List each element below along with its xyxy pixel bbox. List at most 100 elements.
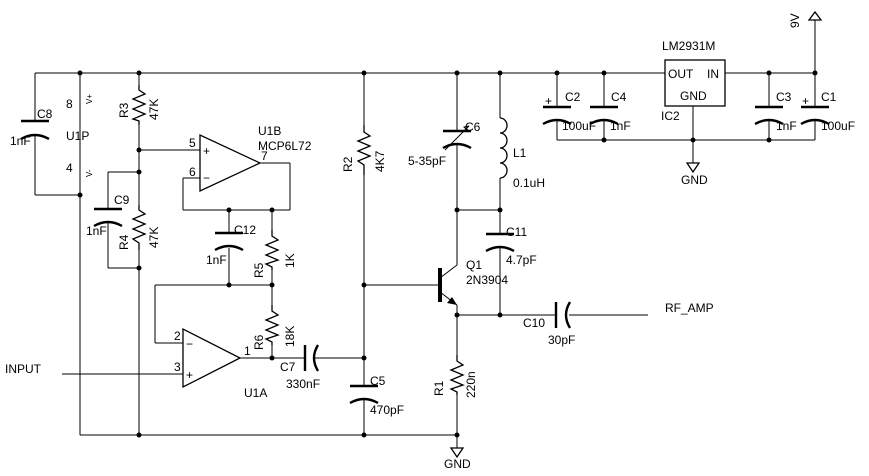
r2-ref: R2: [341, 156, 355, 172]
capacitor-c10: C10 30pF: [523, 301, 575, 347]
u1p-ref: U1P: [66, 129, 89, 143]
capacitor-c2: + C2 100uF: [542, 90, 596, 133]
capacitor-c1: + C1 100uF: [800, 90, 855, 133]
r1-ref: R1: [432, 380, 446, 396]
capacitor-c4: C4 1nF: [589, 90, 631, 133]
capacitor-c11: C11 4.7pF: [485, 225, 537, 267]
ic2-ref: IC2: [661, 109, 680, 123]
c9-ref: C9: [114, 193, 130, 207]
c1-polarity: +: [802, 94, 809, 108]
transistor-q1: Q1 2N3904: [438, 258, 508, 306]
capacitor-c7: C7 330nF: [280, 344, 320, 391]
ic2-part: LM2931M: [662, 39, 715, 53]
c5-ref: C5: [370, 374, 386, 388]
l1-ref: L1: [513, 146, 527, 160]
u1b-plus: +: [203, 144, 210, 158]
u1a-pin2: 2: [174, 329, 181, 343]
u1b-pin5: 5: [189, 136, 196, 150]
r5-value: 1K: [283, 253, 297, 268]
c3-value: 1nF: [776, 119, 797, 133]
capacitor-c12: C12 1nF: [206, 223, 256, 267]
c1-value: 100uF: [821, 119, 855, 133]
resistor-r2: R2 4K7: [341, 125, 387, 175]
ic2-in-pin: IN: [707, 67, 719, 81]
u1a-pin1: 1: [244, 344, 251, 358]
r2-value: 4K7: [373, 150, 387, 172]
rf-amp-net-label: RF_AMP: [665, 301, 714, 315]
wires: [34, 20, 816, 448]
ground-symbol-ic2: GND: [681, 162, 708, 187]
capacitor-c6: C6 5-35pF: [408, 120, 481, 168]
supply-9v: 9V: [788, 10, 823, 28]
capacitor-c5: C5 470pF: [349, 374, 404, 417]
c4-value: 1nF: [610, 119, 631, 133]
l1-value: 0.1uH: [513, 176, 545, 190]
u1p-vplus: V+: [85, 94, 94, 104]
c10-value: 30pF: [548, 333, 575, 347]
u1b-minus: −: [203, 171, 210, 185]
supply-9v-label: 9V: [788, 13, 802, 28]
u1b-part: MCP6L72: [258, 139, 312, 153]
junction-dots: [77, 70, 818, 438]
ground-label-main: GND: [444, 457, 471, 471]
c8-ref: C8: [37, 107, 53, 121]
r3-value: 47K: [147, 99, 161, 120]
c12-value: 1nF: [206, 253, 227, 267]
c7-value: 330nF: [286, 377, 320, 391]
capacitor-c8: C8 1nF: [10, 107, 53, 148]
c2-value: 100uF: [562, 119, 596, 133]
u1a-ref: U1A: [244, 386, 267, 400]
regulator-ic2: OUT IN GND LM2931M IC2: [661, 39, 726, 123]
r6-value: 18K: [283, 326, 297, 347]
resistor-r3: R3 47K: [117, 85, 161, 125]
c3-ref: C3: [776, 90, 792, 104]
c8-value: 1nF: [10, 134, 31, 148]
ic2-out-pin: OUT: [668, 67, 694, 81]
opamp-u1b: + − 5 6 7 U1B MCP6L72: [183, 124, 312, 193]
c7-ref: C7: [280, 360, 296, 374]
r1-value: 220n: [464, 371, 478, 398]
u1p-pin4: 4: [66, 161, 73, 175]
inductor-l1: L1 0.1uH: [499, 117, 545, 190]
resistor-r6: R6 18K: [252, 305, 297, 350]
c2-ref: C2: [565, 90, 581, 104]
opamp-u1p: 8 4 V+ V- U1P: [66, 94, 94, 177]
u1p-pin8: 8: [66, 97, 73, 111]
u1a-plus: +: [186, 368, 193, 382]
r6-ref: R6: [252, 334, 266, 350]
c9-value: 1nF: [86, 224, 107, 238]
r5-ref: R5: [252, 262, 266, 278]
u1a-pin3: 3: [174, 360, 181, 374]
c4-ref: C4: [611, 90, 627, 104]
u1b-pin7: 7: [261, 149, 268, 163]
c6-value: 5-35pF: [408, 154, 446, 168]
c2-polarity: +: [545, 94, 552, 108]
opamp-u1a: − + 2 3 1 U1A: [174, 327, 267, 400]
c5-value: 470pF: [370, 403, 404, 417]
input-net-label: INPUT: [5, 362, 42, 376]
r4-ref: R4: [117, 234, 131, 250]
resistor-r5: R5 1K: [252, 230, 297, 278]
ground-label-ic2: GND: [681, 173, 708, 187]
c11-ref: C11: [506, 225, 527, 239]
c6-ref: C6: [465, 120, 481, 134]
r3-ref: R3: [117, 102, 131, 118]
u1b-pin6: 6: [189, 165, 196, 179]
resistor-r1: R1 220n: [432, 355, 478, 398]
q1-value: 2N3904: [466, 273, 508, 287]
r4-value: 47K: [147, 227, 161, 248]
ground-symbol-main: GND: [444, 447, 471, 471]
c12-ref: C12: [234, 223, 256, 237]
c11-value: 4.7pF: [506, 253, 537, 267]
u1b-ref: U1B: [258, 124, 281, 138]
u1a-minus: −: [186, 337, 193, 351]
capacitor-c9: C9 1nF: [86, 193, 130, 238]
u1p-vminus: V-: [85, 169, 94, 177]
capacitor-c3: C3 1nF: [754, 90, 797, 133]
c1-ref: C1: [821, 90, 837, 104]
q1-ref: Q1: [466, 258, 482, 272]
ic2-gnd-pin: GND: [680, 89, 707, 103]
resistor-r4: R4 47K: [117, 205, 161, 250]
c10-ref: C10: [523, 316, 545, 330]
